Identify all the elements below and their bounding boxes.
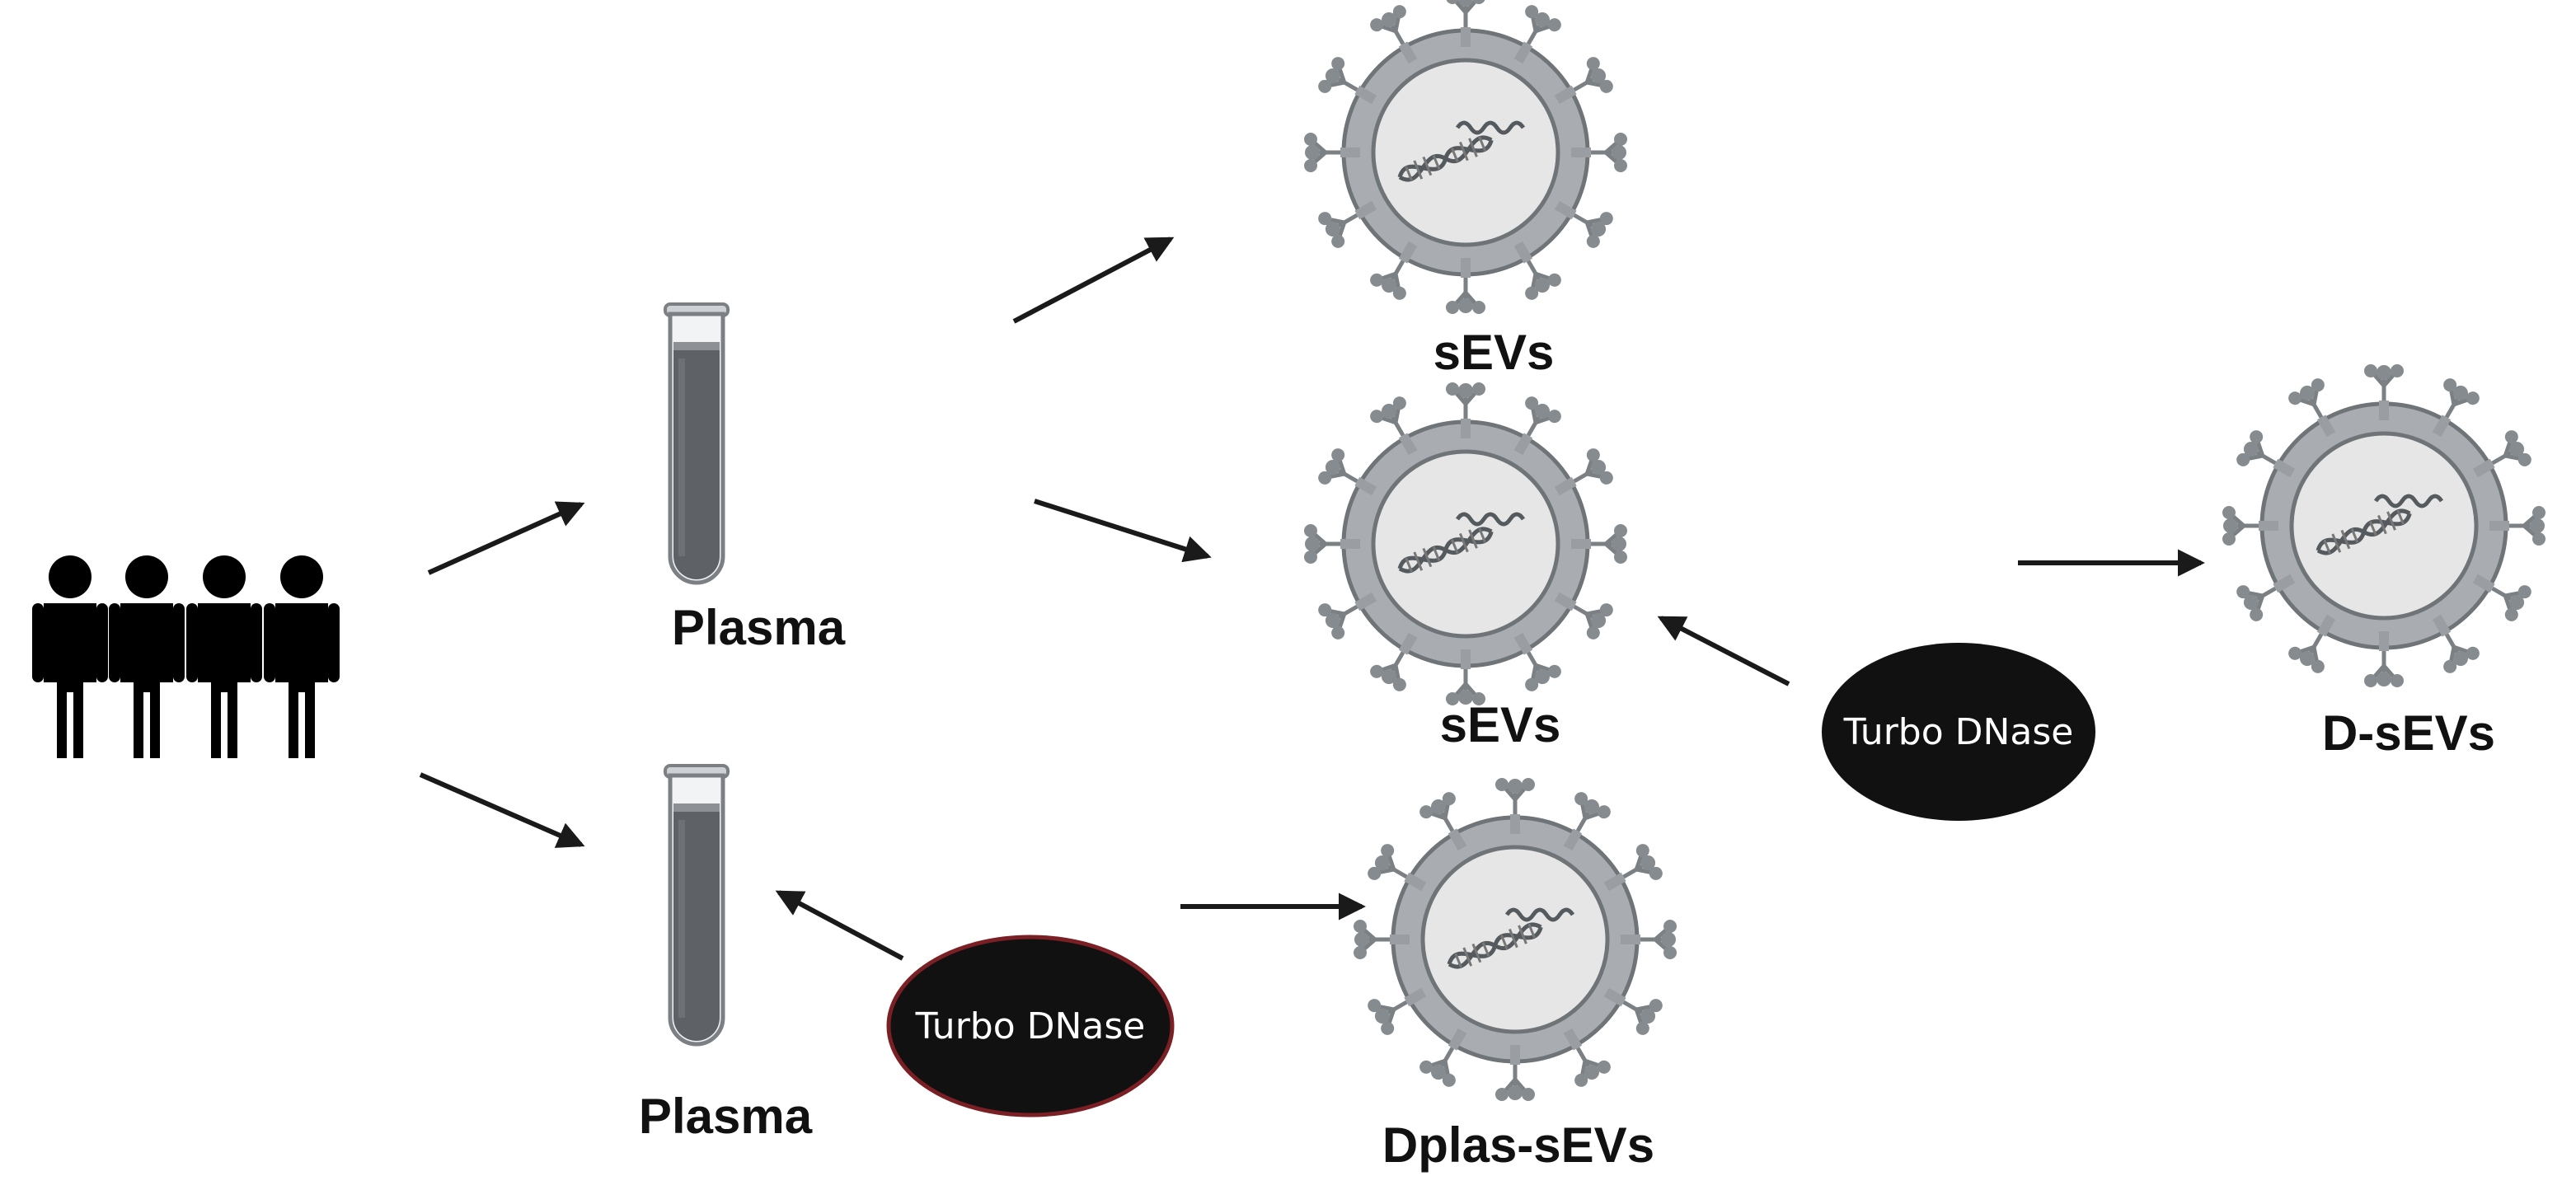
arrow-people-to-plasma-top (427, 501, 585, 575)
arrow-people-to-plasma-bottom (419, 772, 585, 848)
label-d-sevs: D-sEVs (2322, 705, 2495, 761)
turbo-dnase-label-right: Turbo DNase (1843, 711, 2074, 753)
arrow-plasma-to-sevs-middle (1034, 499, 1212, 563)
vesicle-icon-sevs-top (1304, 0, 1627, 314)
label-sevs-top: sEVs (1433, 325, 1555, 380)
arrow-plasma-to-sevs-top (1012, 237, 1175, 324)
arrow-dnase-to-plasma-bottom (775, 890, 904, 961)
label-sevs-middle: sEVs (1440, 697, 1561, 752)
label-dplas-sevs: Dplas-sEVs (1382, 1117, 1654, 1173)
label-plasma-bottom: Plasma (639, 1089, 813, 1144)
people-group-icon (32, 555, 340, 758)
arrow-dnase-to-sevs-middle (1657, 616, 1790, 686)
test-tube-icon-top (665, 304, 728, 583)
vesicle-icon-d-sevs (2222, 364, 2546, 687)
vesicle-icon-sevs-middle (1304, 382, 1627, 705)
label-plasma-top: Plasma (672, 600, 846, 655)
turbo-dnase-oval-bottom: Turbo DNase (886, 935, 1175, 1117)
turbo-dnase-oval-right: Turbo DNase (1822, 643, 2095, 821)
vesicle-icon-dplas-sevs (1354, 778, 1677, 1101)
test-tube-icon-bottom (665, 766, 728, 1044)
turbo-dnase-label-bottom: Turbo DNase (915, 1005, 1146, 1047)
